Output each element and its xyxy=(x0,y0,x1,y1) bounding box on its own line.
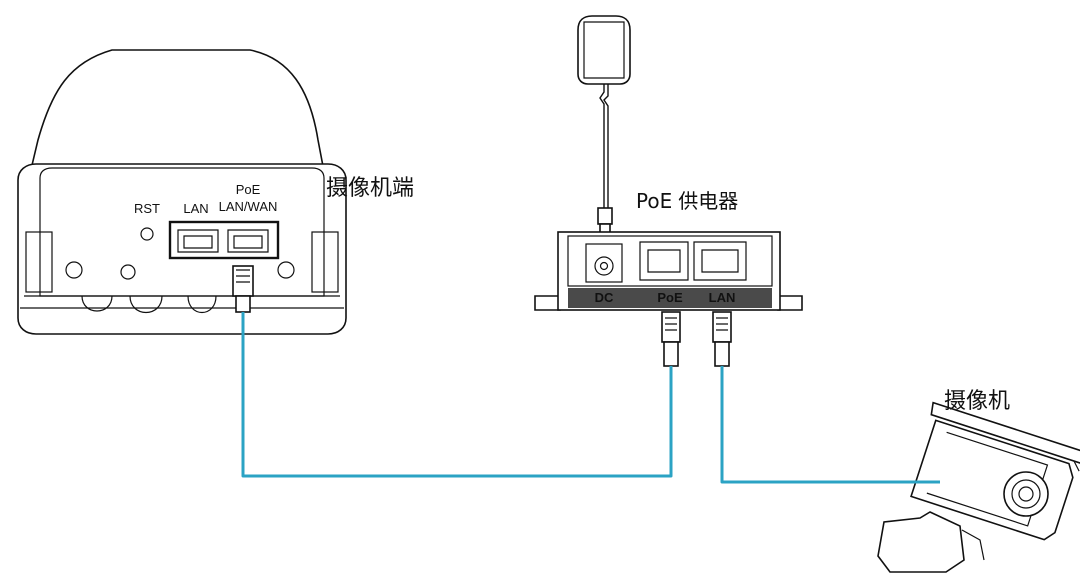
cpe-poe-port[interactable] xyxy=(227,229,269,253)
rst-label: RST xyxy=(134,201,160,216)
injector-lan-plug xyxy=(712,311,732,367)
cpe-title: 摄像机端 xyxy=(326,176,414,201)
cable-injector-lan-to-camera xyxy=(720,366,940,484)
injector-poe-plug xyxy=(661,311,681,367)
cpe-poe-label: PoE xyxy=(236,182,261,197)
camera-title: 摄像机 xyxy=(944,389,1010,414)
ip-camera xyxy=(877,401,1080,573)
injector-poe-label: PoE xyxy=(657,290,683,305)
injector-lan-label: LAN xyxy=(709,290,736,305)
cable-cpe-to-injector-poe xyxy=(241,312,673,478)
injector-lan-port[interactable] xyxy=(693,241,747,281)
rst-button[interactable] xyxy=(140,227,154,241)
power-adapter xyxy=(577,15,631,239)
cpe-rj45-plug xyxy=(232,265,254,313)
cpe-device: RST LAN PoE LAN/WAN xyxy=(17,49,347,335)
cpe-lan-port[interactable] xyxy=(177,229,219,253)
injector-poe-port[interactable] xyxy=(639,241,689,281)
cpe-lanwan-label: LAN/WAN xyxy=(219,199,278,214)
injector-label-band xyxy=(568,288,772,308)
dc-label: DC xyxy=(595,290,614,305)
poe-injector: DC PoE LAN xyxy=(534,231,803,367)
cpe-lan-label: LAN xyxy=(183,201,208,216)
dc-port[interactable] xyxy=(585,243,623,283)
